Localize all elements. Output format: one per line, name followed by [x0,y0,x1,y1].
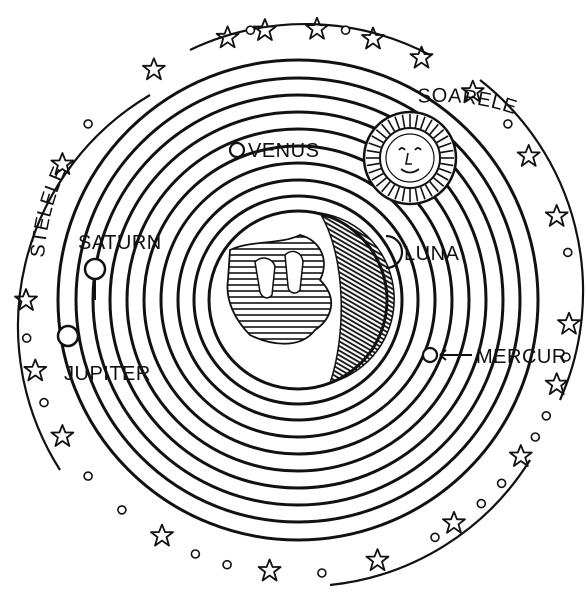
star-icon [217,26,239,47]
planet-jupiter [58,326,78,346]
small-star-dot [542,412,550,420]
star-icon [151,525,173,546]
sun-label: SOARELE [417,85,520,119]
small-star-dot [342,26,350,34]
small-star-dot [498,479,506,487]
star-icon [443,512,465,533]
small-star-dot [246,26,254,34]
small-star-dot [318,569,326,577]
star-icon [558,313,580,334]
small-star-dot [23,334,31,342]
small-star-dot [531,433,539,441]
jupiter-label: JUPITER [64,363,151,385]
mercury-label: MERCUR [476,346,567,368]
moon-label: LUNA [404,243,460,265]
small-star-dot [40,399,48,407]
small-star-dot [564,248,572,256]
sun-face-icon [364,112,456,204]
small-star-dot [118,506,126,514]
star-icon [51,425,73,446]
earth-icon [209,211,394,389]
planet-mercury [423,348,472,362]
small-star-dot [477,500,485,508]
venus-label: VENUS [248,140,319,162]
star-icon [367,549,389,570]
star-icon [24,359,46,380]
planet-venus [230,143,244,157]
small-star-dot [431,533,439,541]
small-star-dot [504,120,512,128]
star-icon [143,58,165,79]
planet-saturn [85,259,105,300]
small-star-dot [223,561,231,569]
star-icon [306,18,328,39]
small-star-dot [84,472,92,480]
star-icon [546,205,568,226]
small-star-dot [191,550,199,558]
star-icon [254,19,276,40]
star-icon [259,560,281,581]
star-icon [518,145,540,166]
small-star-dot [84,120,92,128]
saturn-label: SATURN [78,232,162,254]
